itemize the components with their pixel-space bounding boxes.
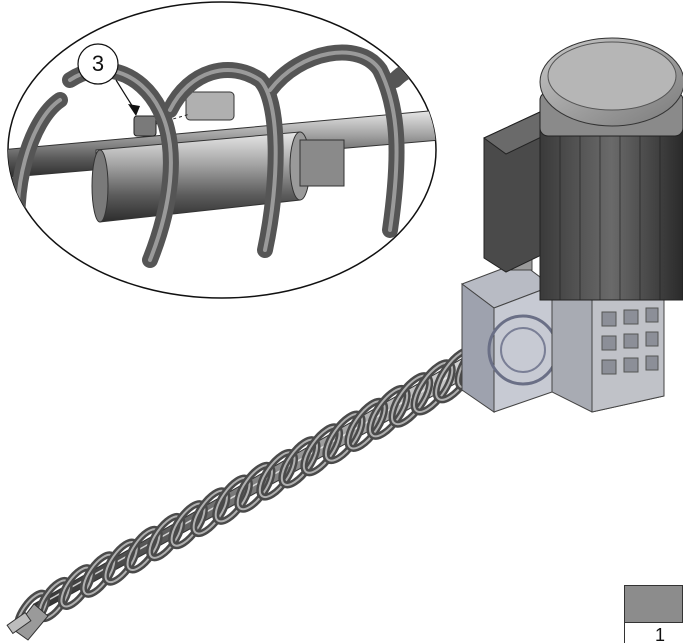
detail-view-lens (7, 1, 437, 299)
auger-flights (13, 320, 524, 635)
motor (483, 37, 683, 301)
parts-table-header (624, 585, 683, 623)
callout-number: 3 (91, 51, 105, 76)
parts-table-row-index: 1 (624, 622, 683, 643)
auger-tip (6, 603, 49, 641)
